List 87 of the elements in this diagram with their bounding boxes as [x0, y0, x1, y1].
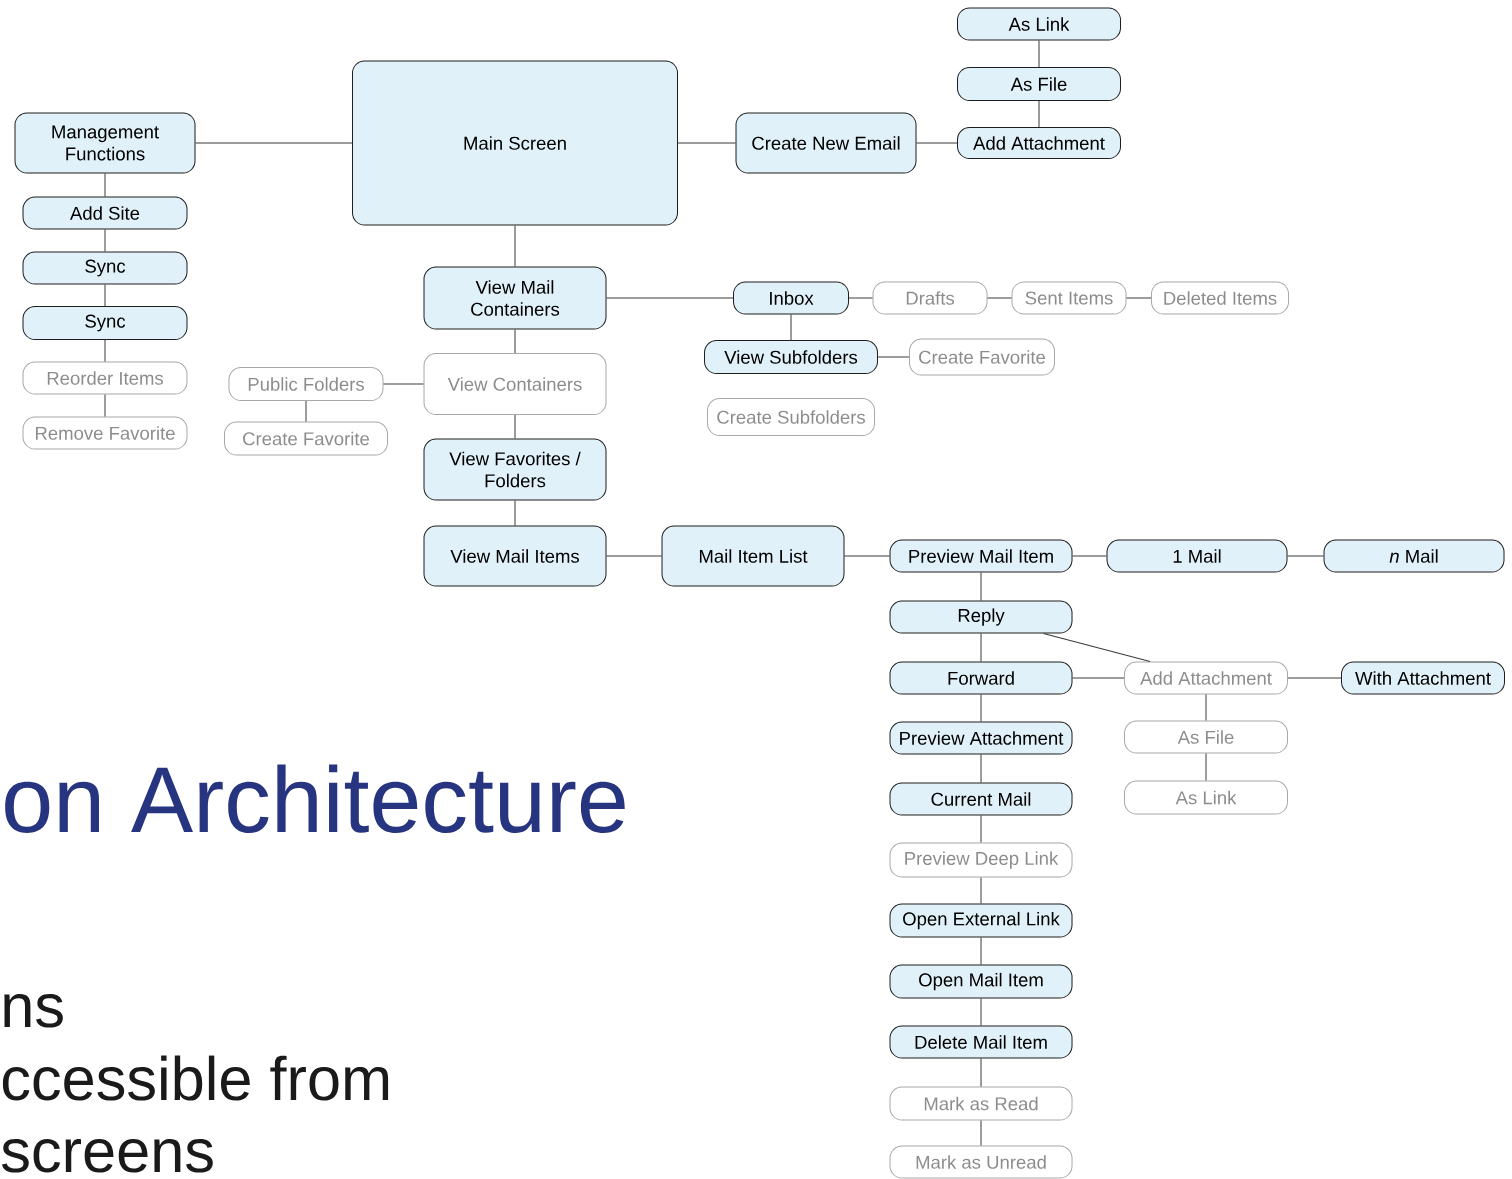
- connector-line: [1043, 633, 1151, 662]
- connector-line: [305, 400, 307, 422]
- inactive-action-pill: Reorder Items: [22, 361, 188, 395]
- action-pill: Add Site: [22, 196, 188, 230]
- connector-line: [980, 877, 982, 904]
- screen-box: Management Functions: [14, 112, 196, 174]
- connector-line: [1205, 694, 1207, 721]
- inactive-action-pill: Public Folders: [228, 367, 384, 401]
- connector-line: [514, 414, 516, 439]
- connector-line: [677, 142, 736, 144]
- connector-line: [514, 500, 516, 526]
- action-pill: Current Mail: [889, 782, 1073, 816]
- action-pill: With Attachment: [1341, 661, 1505, 695]
- connector-line: [104, 394, 106, 417]
- connector-line: [195, 142, 353, 144]
- inactive-action-pill: Preview Deep Link: [889, 842, 1073, 878]
- action-pill: Preview Mail Item: [889, 539, 1073, 573]
- inactive-action-pill: Mark as Read: [889, 1086, 1073, 1121]
- connector-line: [104, 229, 106, 252]
- connector-line: [980, 1058, 982, 1087]
- body-text: screens: [2, 1139, 213, 1173]
- inactive-action-pill: Add Attachment: [1124, 661, 1288, 695]
- connector-line: [980, 1120, 982, 1146]
- screen-box: View Favorites / Folders: [423, 438, 607, 501]
- connector-line: [980, 754, 982, 783]
- connector-line: [514, 329, 516, 354]
- action-pill: Delete Mail Item: [889, 1025, 1073, 1059]
- inactive-action-pill: Deleted Items: [1151, 281, 1289, 315]
- connector-line: [104, 284, 106, 307]
- action-pill: Inbox: [733, 281, 849, 315]
- action-pill: Preview Attachment: [889, 721, 1073, 755]
- connector-line: [987, 297, 1012, 299]
- screen-box: Main Screen: [352, 60, 678, 226]
- action-pill: Add Attachment: [957, 127, 1121, 159]
- inactive-action-pill: Sent Items: [1011, 281, 1127, 315]
- body-text: ccessible from: [2, 1055, 389, 1101]
- connector-line: [980, 815, 982, 843]
- connector-line: [1287, 677, 1342, 679]
- connector-line: [514, 225, 516, 267]
- action-pill: Reply: [889, 600, 1073, 634]
- action-pill: As Link: [957, 7, 1121, 41]
- connector-line: [980, 694, 982, 722]
- connector-line: [916, 142, 958, 144]
- connector-line: [606, 555, 662, 557]
- action-pill: Sync: [22, 251, 188, 285]
- connector-line: [877, 356, 910, 358]
- screen-box: View Mail Items: [423, 525, 607, 587]
- connector-line: [1072, 555, 1107, 557]
- inactive-action-pill: As Link: [1124, 780, 1288, 815]
- action-pill: Open External Link: [889, 903, 1073, 938]
- connector-line: [104, 339, 106, 362]
- connector-line: [383, 383, 424, 385]
- inactive-action-pill: Create Subfolders: [707, 398, 875, 436]
- connector-line: [980, 633, 982, 662]
- screen-box: Mail Item List: [661, 525, 845, 587]
- connector-line: [1287, 555, 1324, 557]
- inactive-action-pill: Remove Favorite: [22, 416, 188, 450]
- connector-line: [790, 314, 792, 341]
- inactive-action-pill: Create Favorite: [224, 421, 388, 456]
- action-pill: Forward: [889, 661, 1073, 695]
- action-pill: n Mail: [1323, 539, 1505, 573]
- connector-line: [980, 937, 982, 965]
- inactive-action-pill: Create Favorite: [909, 338, 1055, 376]
- connector-line: [1126, 297, 1152, 299]
- body-text: ns: [4, 994, 63, 1028]
- connector-line: [848, 297, 873, 299]
- inactive-action-pill: Mark as Unread: [889, 1145, 1073, 1179]
- action-pill: As File: [957, 67, 1121, 101]
- connector-line: [1038, 40, 1040, 68]
- screen-box: View Mail Containers: [423, 266, 607, 330]
- connector-line: [606, 297, 734, 299]
- heading-text: on Architecture: [5, 764, 625, 833]
- action-pill: Sync: [22, 306, 188, 340]
- connector-line: [844, 555, 890, 557]
- connector-line: [1038, 100, 1040, 128]
- connector-line: [104, 173, 106, 197]
- connector-line: [980, 572, 982, 601]
- action-pill: Open Mail Item: [889, 964, 1073, 999]
- inactive-action-pill: Drafts: [872, 281, 988, 315]
- inactive-screen-box: View Containers: [423, 353, 607, 415]
- inactive-action-pill: As File: [1124, 720, 1288, 754]
- connector-line: [1072, 677, 1125, 679]
- screen-box: Create New Email: [735, 112, 917, 174]
- action-pill: 1 Mail: [1106, 539, 1288, 573]
- action-pill: View Subfolders: [704, 340, 878, 374]
- connector-line: [980, 998, 982, 1026]
- connector-line: [1205, 753, 1207, 781]
